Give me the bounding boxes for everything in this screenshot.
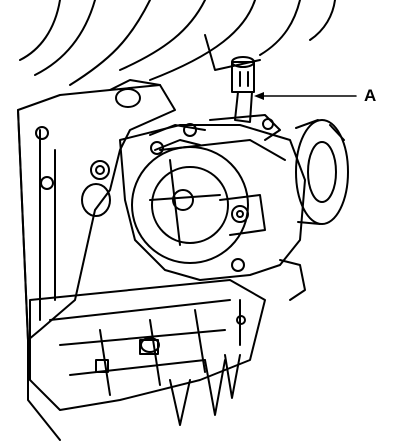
mounting-bracket: [29, 279, 266, 426]
compressor-body: [119, 124, 306, 301]
compressor-pulley: [295, 119, 349, 225]
refrigerant-hoses: [149, 123, 206, 155]
upper-hose-lines: [19, 0, 336, 86]
callout-arrowhead: [254, 92, 264, 100]
pressure-sensor: [209, 56, 281, 141]
engine-block: [17, 79, 176, 441]
callout-label-a: A: [364, 86, 377, 105]
